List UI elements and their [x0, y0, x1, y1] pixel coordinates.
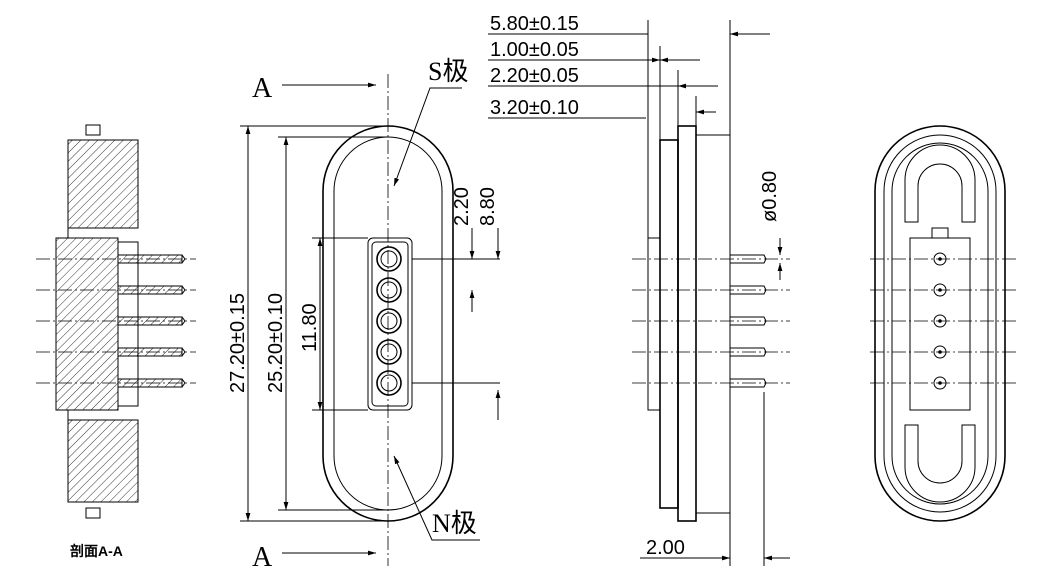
rear-upper-pocket [904, 144, 976, 223]
dim-pin-diameter: ø0.80 [759, 171, 781, 222]
pole-n-label: N极 [432, 509, 477, 538]
rear-centerlines [870, 258, 1016, 384]
front-pins [376, 246, 402, 396]
section-centerlines [36, 258, 196, 384]
rear-outer-outline [874, 125, 1006, 522]
rear-lower-pocket [904, 424, 976, 503]
dim-step: 2.20±0.05 [490, 65, 579, 87]
cut-letter-bottom: A [252, 542, 273, 571]
side-view: 5.80±0.15 1.00±0.05 2.20±0.05 3.20±0.10 … [488, 13, 790, 566]
cut-letter-top: A [252, 73, 273, 104]
pole-s-label: S极 [428, 57, 468, 86]
dim-pin-span: 11.80 [299, 303, 321, 352]
front-pin-recess [367, 237, 413, 411]
section-caption: 剖面A-A [70, 543, 123, 559]
dim-flange: 1.00±0.05 [490, 39, 579, 61]
dim-inner-length: 25.20±0.10 [265, 293, 287, 393]
front-view: S极 N极 27.20±0.15 25.20±0.10 11.80 2.20 8… [227, 57, 501, 541]
side-flange [677, 125, 697, 522]
section-pin-block [55, 237, 119, 411]
section-lower-body [67, 419, 139, 503]
dim-body: 3.20±0.10 [490, 97, 579, 119]
side-body [659, 139, 679, 509]
section-view: 剖面A-A [36, 124, 196, 559]
dim-overall-length: 27.20±0.15 [227, 293, 249, 393]
section-upper-body [67, 139, 139, 229]
rear-view [870, 125, 1016, 522]
dim-pin-top-offset: 8.80 [477, 187, 499, 226]
cutting-plane: A A [252, 73, 389, 571]
dim-pin-length: 2.00 [646, 537, 685, 559]
dim-depth: 5.80±0.15 [490, 13, 579, 35]
dim-pin-offset: 2.20 [451, 187, 473, 226]
side-centerlines [632, 258, 790, 384]
